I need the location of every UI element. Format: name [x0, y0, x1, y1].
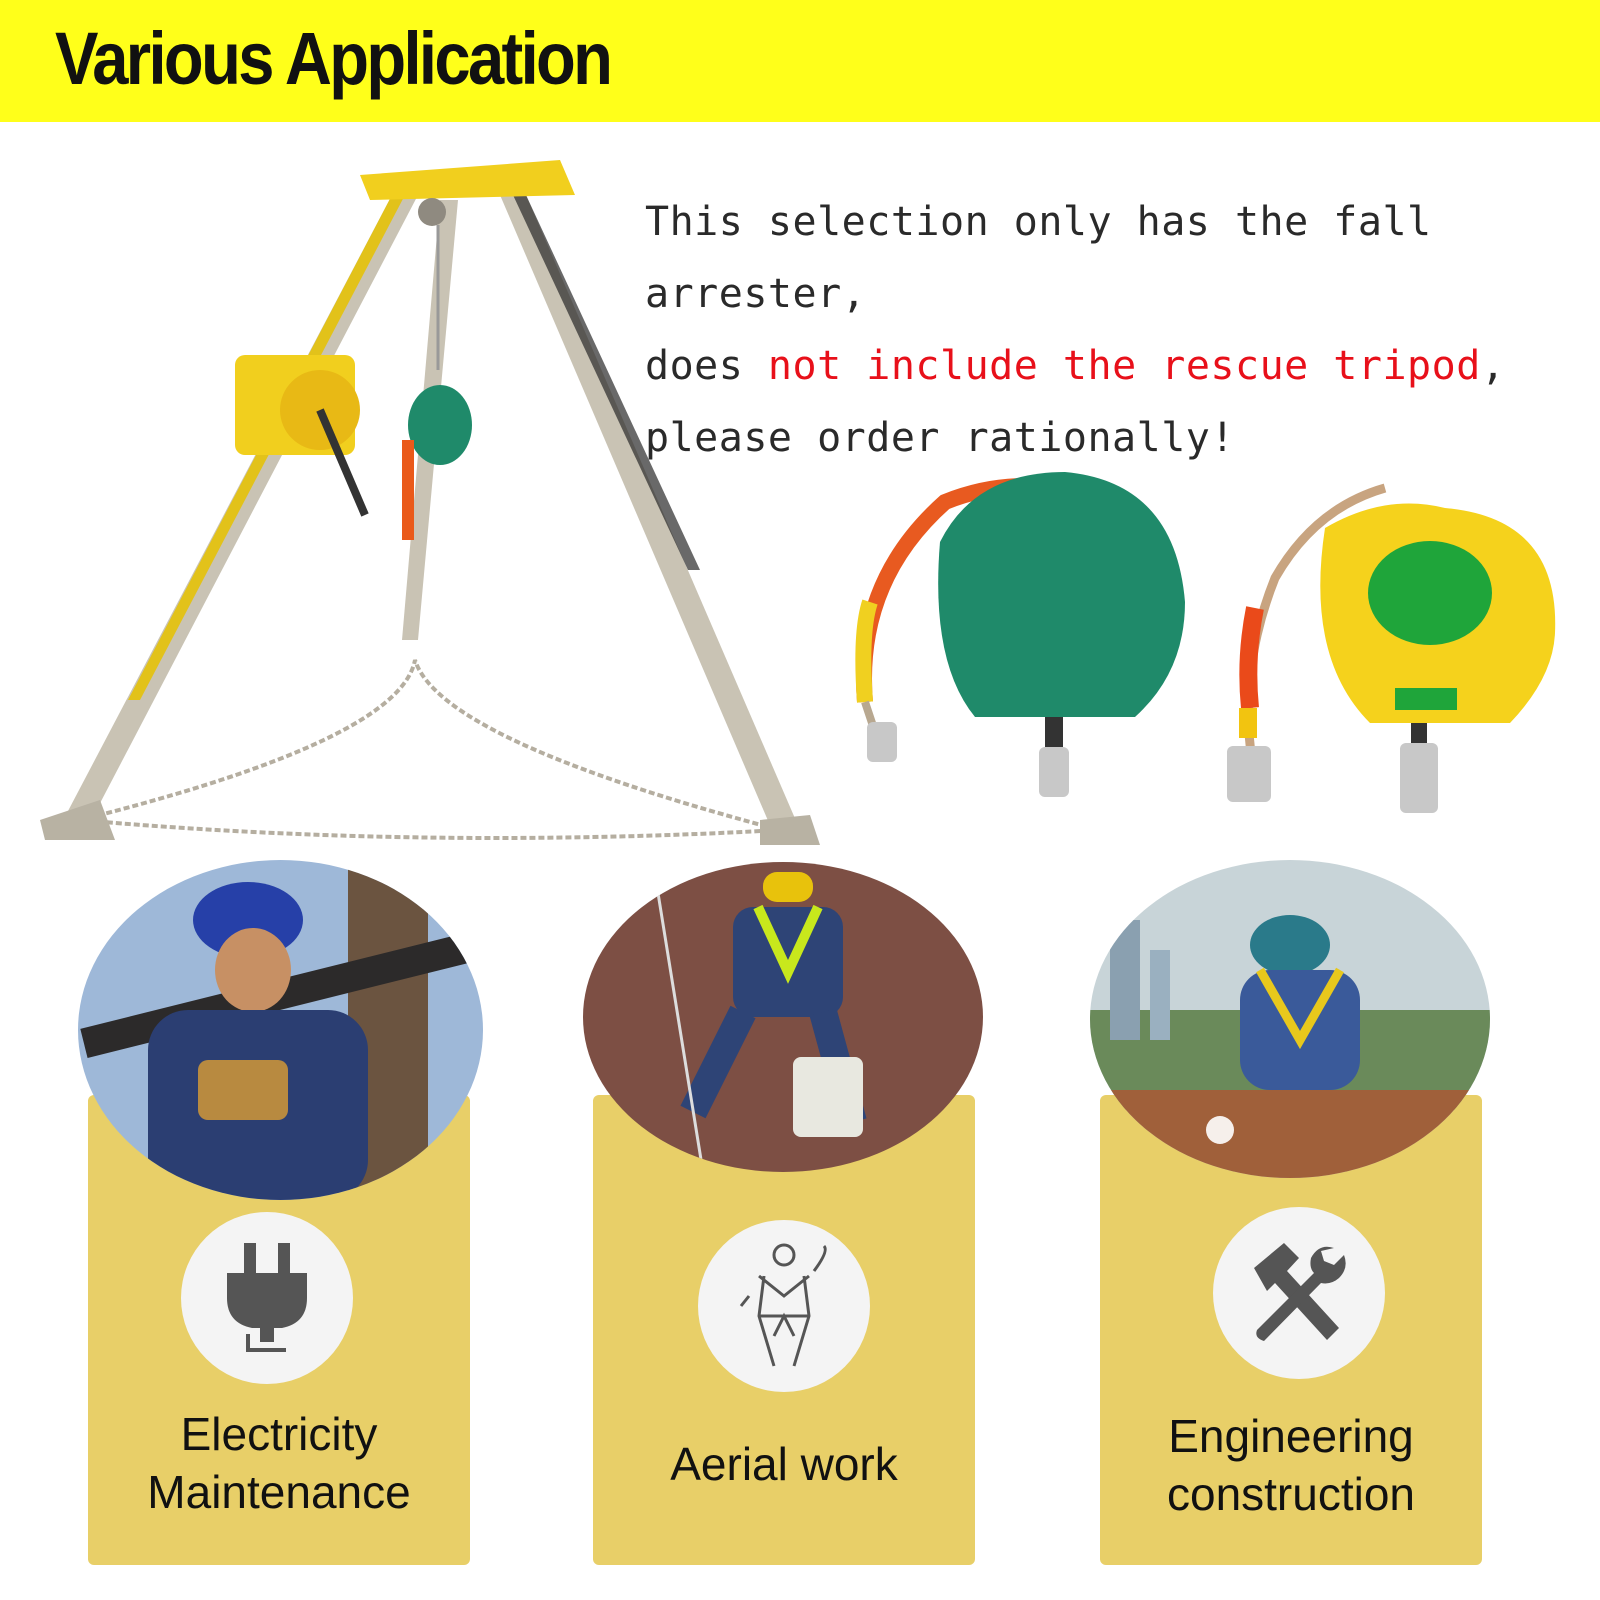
- notice-line-3: please order rationally!: [645, 415, 1235, 461]
- photo-construction-welder: [1090, 860, 1490, 1178]
- notice-line-1: This selection only has the fall arreste…: [645, 199, 1432, 317]
- notice-text: This selection only has the fall arreste…: [645, 186, 1585, 474]
- banner-title: Various Application: [55, 17, 613, 100]
- application-label: Electricity Maintenance: [147, 1408, 411, 1518]
- icon-circle: [181, 1212, 353, 1384]
- rescue-tripod-image: [40, 160, 820, 845]
- application-card-engineering: Engineering construction: [1100, 1095, 1482, 1565]
- yellow-fall-arrester-image: [1227, 483, 1556, 813]
- icon-circle: [1213, 1207, 1385, 1379]
- application-card-aerial: Aerial work: [593, 1095, 975, 1565]
- photo-electrician-on-pole: [78, 860, 483, 1200]
- application-label: Engineering construction: [1166, 1410, 1415, 1520]
- harness-icon: [739, 1243, 827, 1367]
- top-banner: Various Application: [0, 0, 1600, 122]
- plug-icon: [227, 1243, 307, 1352]
- application-label: Aerial work: [670, 1438, 898, 1490]
- green-fall-arrester-image: [855, 472, 1185, 797]
- icon-circle: [698, 1220, 870, 1392]
- photo-aerial-worker-on-wall: [583, 862, 983, 1172]
- notice-highlight: not include the rescue tripod: [767, 343, 1481, 389]
- notice-line-2: does not include the rescue tripod,: [645, 343, 1506, 389]
- hammer-wrench-icon: [1254, 1243, 1346, 1341]
